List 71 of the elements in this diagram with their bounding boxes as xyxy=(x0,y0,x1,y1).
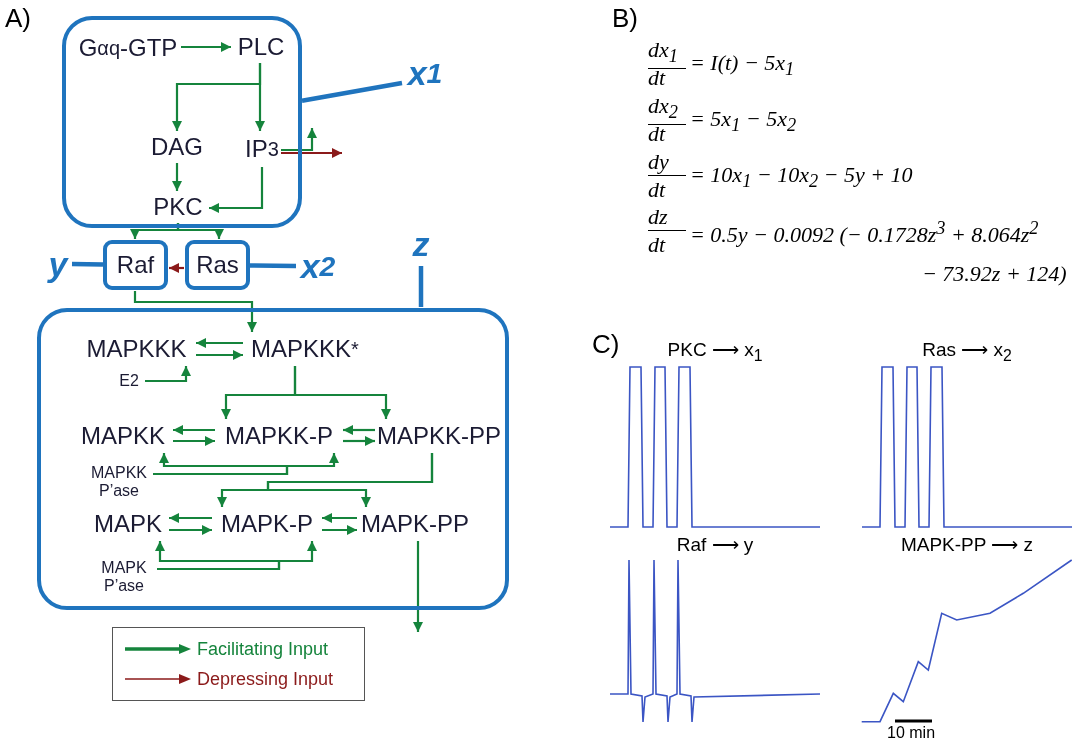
enzyme-label: MAPKK P’ase xyxy=(86,458,152,506)
equation-text: = 5x$_{1}$ − 5x$_{2}$ xyxy=(690,107,797,136)
plot-title: MAPK-PP ⟶ z xyxy=(900,535,1034,556)
legend-text: Depressing Input xyxy=(197,668,334,690)
leader-line xyxy=(249,263,297,269)
legend-text: Facilitating Input xyxy=(197,638,329,660)
arrow xyxy=(343,425,375,435)
plot-title: PKC ⟶ x$_{1}$ xyxy=(667,340,763,365)
equation-denominator: dt xyxy=(648,178,666,203)
group-box xyxy=(37,308,509,610)
plot-title: Ras ⟶ x$_{2}$ xyxy=(922,340,1012,365)
leader-line xyxy=(301,80,403,103)
protein-label: MAPKK xyxy=(74,420,172,452)
protein-label: MAPKKK xyxy=(78,333,195,365)
leader-line xyxy=(418,266,424,307)
arrow xyxy=(281,128,317,152)
arrow xyxy=(176,223,224,239)
group-box xyxy=(62,16,302,228)
protein-label: MAPK-P xyxy=(213,508,321,540)
arrow xyxy=(293,366,391,419)
arrow xyxy=(196,338,243,348)
arrow xyxy=(209,167,264,213)
equation-numerator: dx$_{2}$ xyxy=(648,94,686,125)
arrow xyxy=(173,425,215,435)
enzyme-label: E2 xyxy=(114,370,144,392)
leader-line xyxy=(71,261,104,267)
equation-text: = 0.5y − 0.0092 (− 0.1728z$^{3}$ + 8.064z$^{2}$ xyxy=(690,218,1039,248)
arrow xyxy=(157,541,317,571)
arrow xyxy=(181,42,231,52)
protein-box: Raf xyxy=(103,240,168,290)
equation-text: = I(t) − 5x$_{1}$ xyxy=(690,51,795,80)
arrow xyxy=(173,436,215,446)
equation-denominator: dt xyxy=(648,233,666,258)
panel-letter: B) xyxy=(612,4,638,33)
equation-denominator: dt xyxy=(648,66,666,91)
equation-numerator: dz xyxy=(648,205,686,232)
equation-text: = 10x$_{1}$ − 10x$_{2}$ − 5y + 10 xyxy=(690,163,913,192)
arrow xyxy=(169,263,184,273)
arrow xyxy=(255,63,265,131)
arrow xyxy=(153,453,339,476)
arrow xyxy=(145,366,191,383)
arrow xyxy=(413,541,423,632)
arrow xyxy=(322,513,357,523)
arrow xyxy=(281,148,342,158)
protein-label: PLC xyxy=(232,32,290,62)
protein-label: PKC xyxy=(148,192,208,222)
arrow xyxy=(322,525,357,535)
panel-letter: A) xyxy=(5,4,31,33)
protein-label: MAPK xyxy=(88,508,168,540)
scale-label: 10 min xyxy=(887,724,936,742)
protein-label: MAPKK-PP xyxy=(376,420,502,452)
enzyme-label: MAPK P’ase xyxy=(92,553,156,601)
protein-box: Ras xyxy=(185,240,250,290)
equation-text: − 73.92z + 124) xyxy=(922,262,1067,287)
protein-label: DAG xyxy=(146,132,208,162)
equation-denominator: dt xyxy=(648,122,666,147)
equation-numerator: dy xyxy=(648,150,686,177)
arrow xyxy=(169,525,212,535)
arrow xyxy=(343,436,375,446)
plot-title: Raf ⟶ y xyxy=(676,535,754,556)
equation-numerator: dx$_{1}$ xyxy=(648,38,686,69)
variable-label: z xyxy=(408,225,434,265)
arrow xyxy=(266,453,434,507)
panel-letter: C) xyxy=(592,330,620,359)
arrow xyxy=(196,350,243,360)
protein-label: MAPK-PP xyxy=(358,508,472,540)
variable-label: y xyxy=(44,243,72,287)
arrow xyxy=(133,291,257,332)
arrow xyxy=(169,513,212,523)
protein-label: MAPKK-P xyxy=(216,420,342,452)
arrow xyxy=(172,163,182,191)
